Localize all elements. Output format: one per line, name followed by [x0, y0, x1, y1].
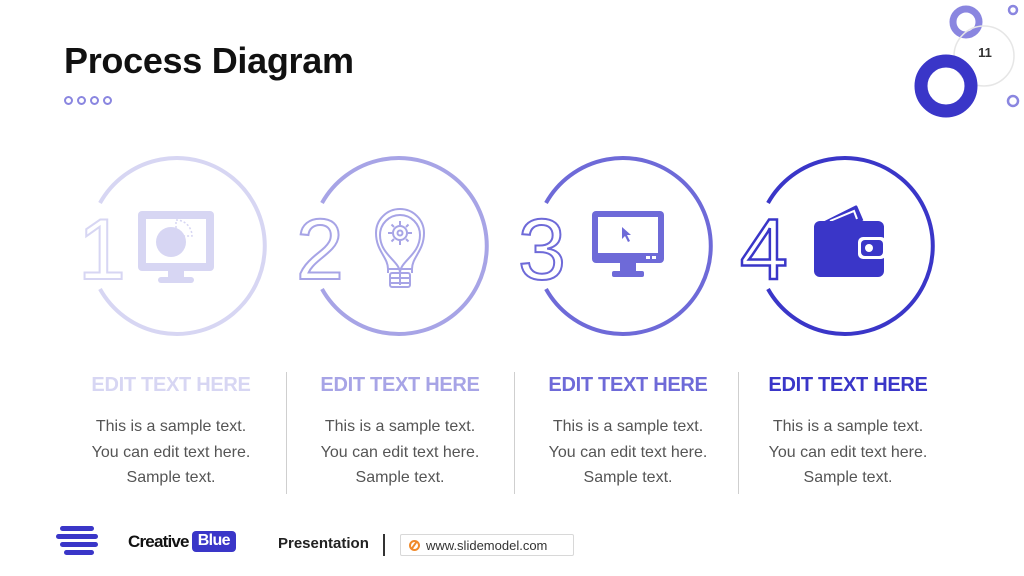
monitor-cursor-icon [592, 211, 664, 277]
step-4-description: This is a sample text.You can edit text … [768, 418, 928, 486]
divider [286, 372, 287, 494]
brand-logo-icon [56, 526, 98, 555]
step-1-heading: EDIT TEXT HERE [91, 374, 251, 396]
step-2-number: 2 [296, 202, 344, 298]
divider [738, 372, 739, 494]
monitor-pie-chart-icon [138, 211, 214, 283]
website-link[interactable]: www.slidemodel.com [400, 534, 574, 556]
lightbulb-gear-icon [374, 208, 426, 288]
wallet-icon [814, 205, 886, 277]
step-3-description: This is a sample text.You can edit text … [548, 418, 708, 486]
website-url: www.slidemodel.com [426, 537, 548, 553]
step-4-number: 4 [740, 202, 788, 298]
step-4-heading: EDIT TEXT HERE [768, 374, 928, 396]
step-2-graphic: 2 [295, 156, 489, 336]
footer-divider [383, 534, 385, 556]
step-1-description: This is a sample text.You can edit text … [91, 418, 251, 486]
page-number: 11 [978, 45, 992, 60]
step-2-heading: EDIT TEXT HERE [320, 374, 480, 396]
title-dots-decoration [64, 96, 112, 105]
dribbble-icon [409, 539, 420, 551]
footer-label: Presentation [278, 535, 369, 552]
step-4-graphic: 4 [739, 156, 935, 336]
slide-title: Process Diagram [64, 40, 354, 81]
step-1-number: 1 [78, 202, 126, 298]
brand-wordmark: Creative Blue [128, 531, 236, 552]
circles-decoration [914, 4, 1020, 118]
step-3-graphic: 3 [517, 156, 713, 336]
step-2-description: This is a sample text.You can edit text … [320, 418, 480, 486]
step-3-heading: EDIT TEXT HERE [548, 374, 708, 396]
divider [514, 372, 515, 494]
step-3-number: 3 [518, 202, 566, 298]
step-1-graphic: 1 [77, 156, 267, 336]
